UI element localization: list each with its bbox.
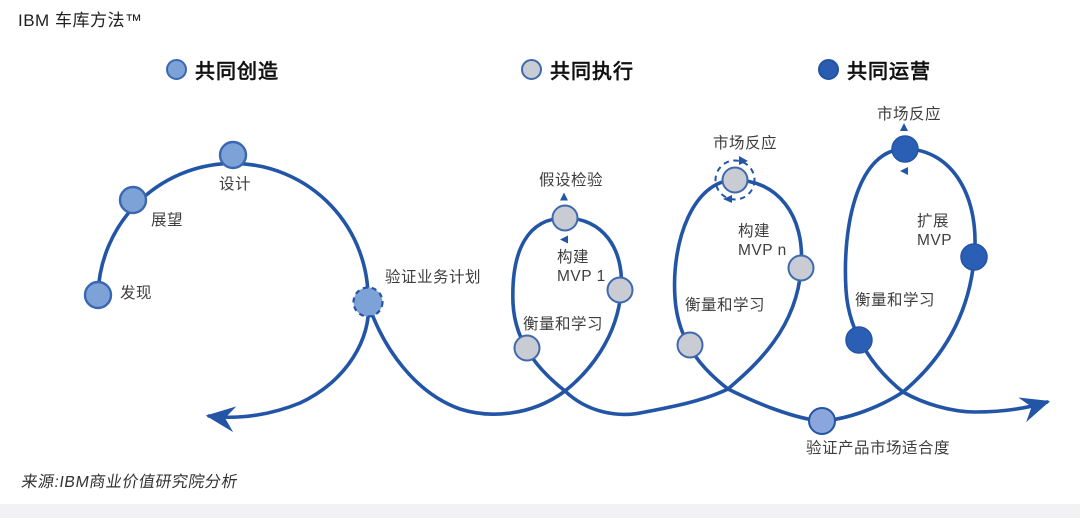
legend-item-cooperate: 共同运营 (818, 55, 931, 84)
measure-learn-2-label: 衡量和学习 (685, 297, 766, 314)
hypothesis-check-label: 假设检验 (539, 172, 604, 189)
node-scale-mvp (960, 243, 988, 271)
legend-item-coexecute: 共同执行 (521, 55, 634, 84)
flow-baseline-wave (366, 301, 1051, 423)
legend-label-cocreate: 共同创造 (195, 61, 279, 83)
node-validate-product-market-fit (808, 407, 836, 435)
node-hypothesis-check (551, 204, 579, 232)
market-reaction-2-up-arrow-icon (900, 123, 908, 131)
node-market-reaction-1 (721, 166, 749, 194)
market-reaction-1-spin-arrow-icon (739, 156, 748, 165)
bottom-strip (0, 504, 1080, 518)
node-envision (118, 185, 148, 215)
market-reaction-1-spin-ring-icon (714, 159, 756, 201)
source-note: 来源:IBM商业价值研究院分析 (20, 474, 240, 491)
hypothesis-check-up-arrow-icon (560, 192, 568, 201)
market-reaction-1-label: 市场反应 (713, 135, 778, 152)
node-build-mvp-1 (606, 276, 634, 304)
node-validate-business-plan (352, 286, 384, 318)
market-reaction-2-down-arrow-icon (900, 167, 908, 175)
loop-balloon-scale-mvp (843, 147, 977, 394)
node-market-reaction-2 (891, 135, 919, 163)
hypothesis-check-down-arrow-icon (560, 235, 568, 244)
coexecute-dot-icon (521, 59, 542, 80)
loop-balloon-mvp1 (511, 216, 624, 393)
legend-label-cooperate: 共同运营 (847, 61, 931, 83)
measure-learn-1-label: 衡量和学习 (523, 316, 604, 333)
validate-business-plan-label: 验证业务计划 (385, 269, 482, 286)
market-reaction-2-label: 市场反应 (877, 106, 942, 123)
discover-label: 发现 (120, 285, 153, 302)
node-build-mvp-n (787, 254, 815, 282)
build-mvp-1-label: 构建 MVP 1 (557, 249, 606, 285)
cooperate-dot-icon (818, 59, 839, 80)
validate-product-market-fit-label: 验证产品市场适合度 (806, 440, 951, 457)
envision-label: 展望 (151, 212, 184, 229)
build-mvp-n-label: 构建 MVP n (738, 223, 787, 259)
cocreate-dot-icon (166, 59, 187, 80)
legend-item-cocreate: 共同创造 (166, 55, 279, 84)
node-measure-learn-1 (513, 334, 541, 362)
design-label: 设计 (219, 176, 252, 193)
node-discover (83, 280, 113, 310)
measure-learn-3-label: 衡量和学习 (855, 292, 936, 309)
scale-mvp-label: 扩展 MVP (917, 213, 953, 249)
page-title: IBM 车库方法™ (18, 11, 143, 30)
market-reaction-1-spin-arrow-icon (723, 195, 732, 203)
node-measure-learn-2 (676, 331, 704, 359)
node-measure-learn-3 (845, 326, 873, 354)
legend-label-coexecute: 共同执行 (550, 61, 634, 83)
node-design (218, 140, 248, 170)
